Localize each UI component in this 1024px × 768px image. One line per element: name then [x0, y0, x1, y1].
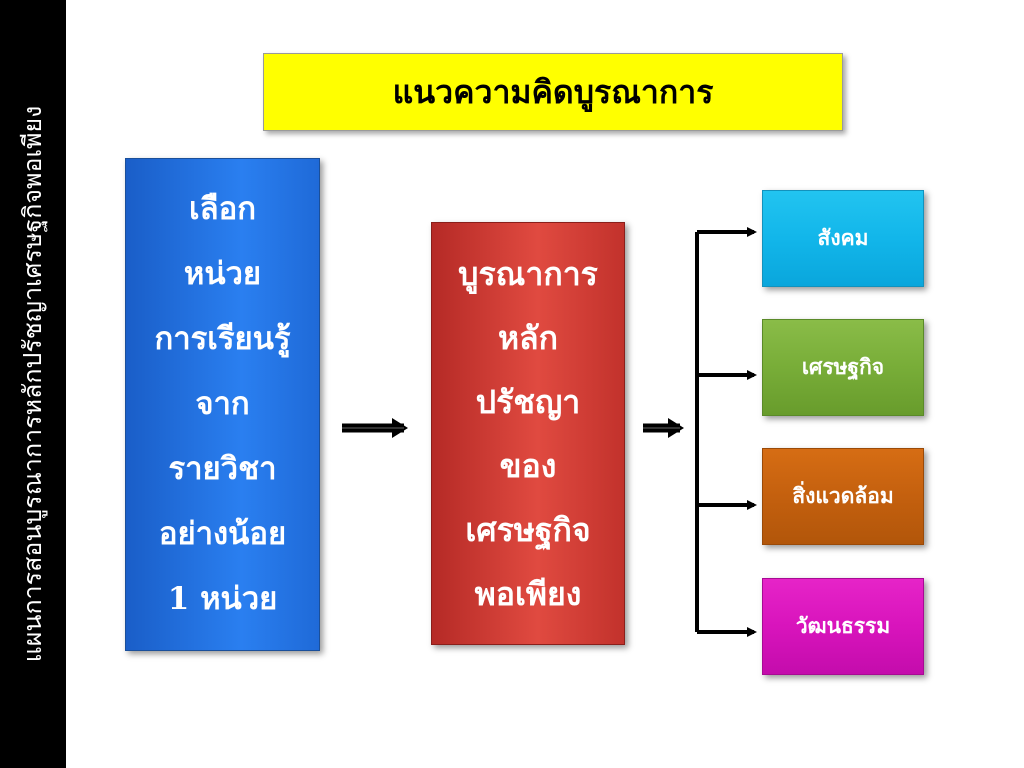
select-unit-line: อย่างน้อย — [158, 516, 287, 552]
target-label: สิ่งแวดล้อม — [792, 483, 894, 508]
integrate-line: เศรษฐกิจ — [465, 510, 591, 549]
sidebar: แผนการสอนบูรณาการหลักปรัชญาเศรษฐกิจพอเพี… — [0, 0, 66, 768]
target-label: เศรษฐกิจ — [801, 354, 885, 379]
integrate-line: หลัก — [497, 318, 559, 357]
integrate-line: พอเพียง — [474, 574, 582, 613]
target-label: สังคม — [817, 225, 869, 250]
select-unit-line: 1 หน่วย — [167, 581, 278, 617]
target-box-society: สังคม — [762, 190, 924, 287]
integrate-line: ของ — [499, 446, 557, 485]
target-box-economy: เศรษฐกิจ — [762, 319, 924, 416]
select-unit-box: เลือก หน่วย การเรียนรู้ จาก รายวิชา อย่า… — [125, 158, 320, 651]
select-unit-line: เลือก — [189, 191, 256, 227]
select-unit-line: หน่วย — [183, 256, 262, 292]
target-box-culture: วัฒนธรรม — [762, 578, 924, 675]
integrate-line: ปรัชญา — [475, 382, 581, 421]
target-label: วัฒนธรรม — [795, 613, 891, 638]
select-unit-line: รายวิชา — [168, 451, 277, 487]
diagram-title: แนวความคิดบูรณาการ — [392, 72, 714, 111]
target-box-environment: สิ่งแวดล้อม — [762, 448, 924, 545]
integrate-line: บูรณาการ — [458, 254, 598, 293]
select-unit-line: การเรียนรู้ — [154, 321, 291, 357]
integrate-philosophy-box: บูรณาการ หลัก ปรัชญา ของ เศรษฐกิจ พอเพีย… — [431, 222, 625, 645]
select-unit-line: จาก — [195, 386, 250, 422]
title-box: แนวความคิดบูรณาการ — [263, 53, 843, 131]
